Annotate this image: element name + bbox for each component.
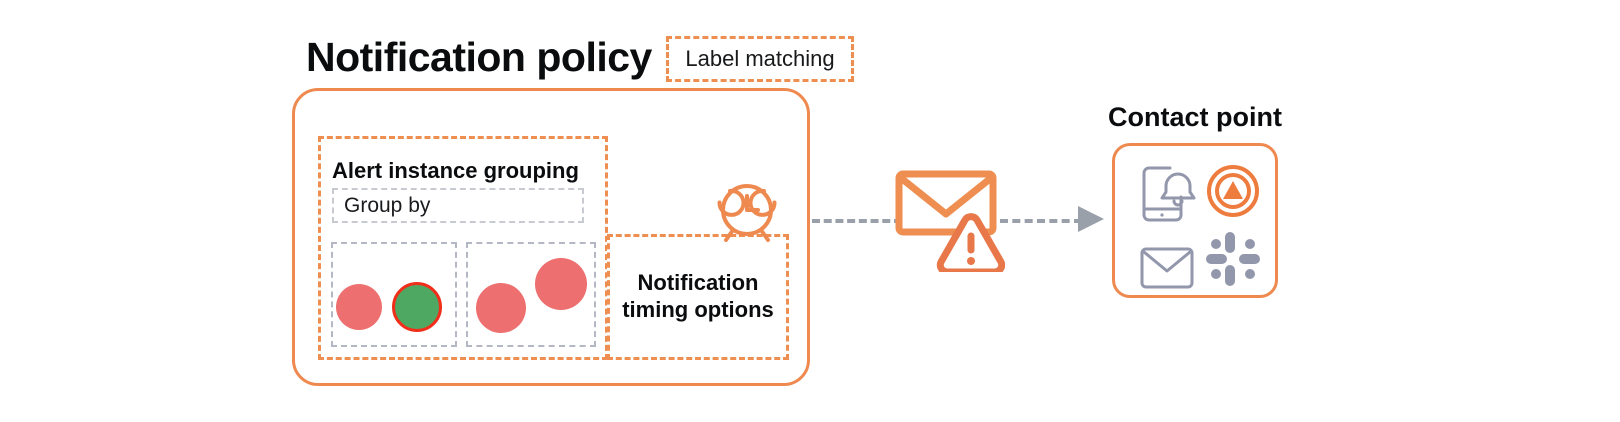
grafana-oncall-icon [1207,165,1259,217]
alert-instance-group [331,242,457,347]
alarm-clock-icon [717,184,777,242]
arrow-right-icon [1078,206,1104,232]
flow-dashed-line-right [1000,219,1082,223]
label-matching-badge: Label matching [666,36,854,82]
mail-alert-icon [895,170,1005,272]
alert-instance-dot-firing [476,283,526,333]
alert-instance-grouping-title: Alert instance grouping [332,158,579,183]
email-icon [1140,247,1194,289]
group-by-placeholder: Group by [344,193,431,217]
alert-instance-group [466,242,596,347]
alert-instance-dot-firing [336,284,382,330]
page-title: Notification policy [306,34,652,80]
group-by-input[interactable]: Group by [332,188,584,223]
alert-instance-grouping-container [318,136,608,360]
notification-timing-options-container: Notification timing options [607,234,789,360]
alert-instance-dot-resolved [392,282,442,332]
notification-timing-options-label: Notification timing options [622,270,774,322]
mobile-push-icon [1142,166,1196,222]
alert-instance-dot-firing [535,258,587,310]
label-matching-text: Label matching [685,46,835,71]
flow-dashed-line-left [812,219,902,223]
contact-point-title: Contact point [1108,102,1282,132]
slack-icon [1206,232,1260,286]
